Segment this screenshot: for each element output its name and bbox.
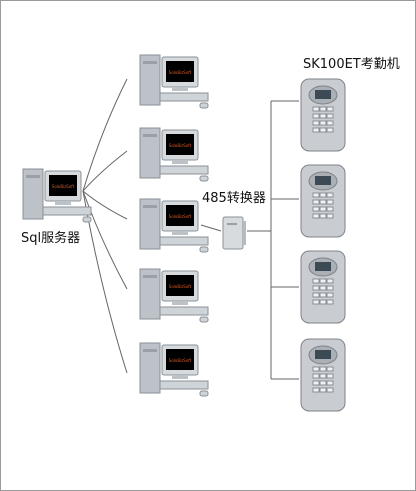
attendance-terminal-icon xyxy=(300,164,346,238)
svg-text:SoloBizSoft: SoloBizSoft xyxy=(169,70,192,75)
client-computer-icon: SoloBizSoft xyxy=(139,268,209,323)
attendance-terminal-icon xyxy=(300,250,346,324)
attendance-terminal-icon xyxy=(300,338,346,412)
client-computer-icon: SoloBizSoft xyxy=(139,198,209,253)
attendance-terminal-icon xyxy=(300,78,346,152)
client-computer-icon: SoloBizSoft xyxy=(139,342,209,397)
svg-text:SoloBizSoft: SoloBizSoft xyxy=(169,284,192,289)
server-label: Sql服务器 xyxy=(21,231,81,246)
svg-text:SoloBizSoft: SoloBizSoft xyxy=(169,143,192,148)
svg-text:SoloBizSoft: SoloBizSoft xyxy=(52,184,75,189)
client-computer-icon: SoloBizSoft xyxy=(139,54,209,109)
converter-label: 485转换器 xyxy=(202,191,266,206)
link-server-client-4 xyxy=(82,190,128,290)
link-server-client-1 xyxy=(82,78,128,192)
link-server-client-3 xyxy=(82,190,128,220)
converter-device-icon xyxy=(222,216,246,250)
server-computer-icon: SoloBizSoft xyxy=(22,168,92,223)
link-client-converter xyxy=(200,224,222,232)
client-computer-icon: SoloBizSoft xyxy=(139,127,209,182)
svg-text:SoloBizSoft: SoloBizSoft xyxy=(169,358,192,363)
svg-text:SoloBizSoft: SoloBizSoft xyxy=(169,214,192,219)
link-server-client-2 xyxy=(82,150,128,192)
device-label: SK100ET考勤机 xyxy=(303,57,400,72)
